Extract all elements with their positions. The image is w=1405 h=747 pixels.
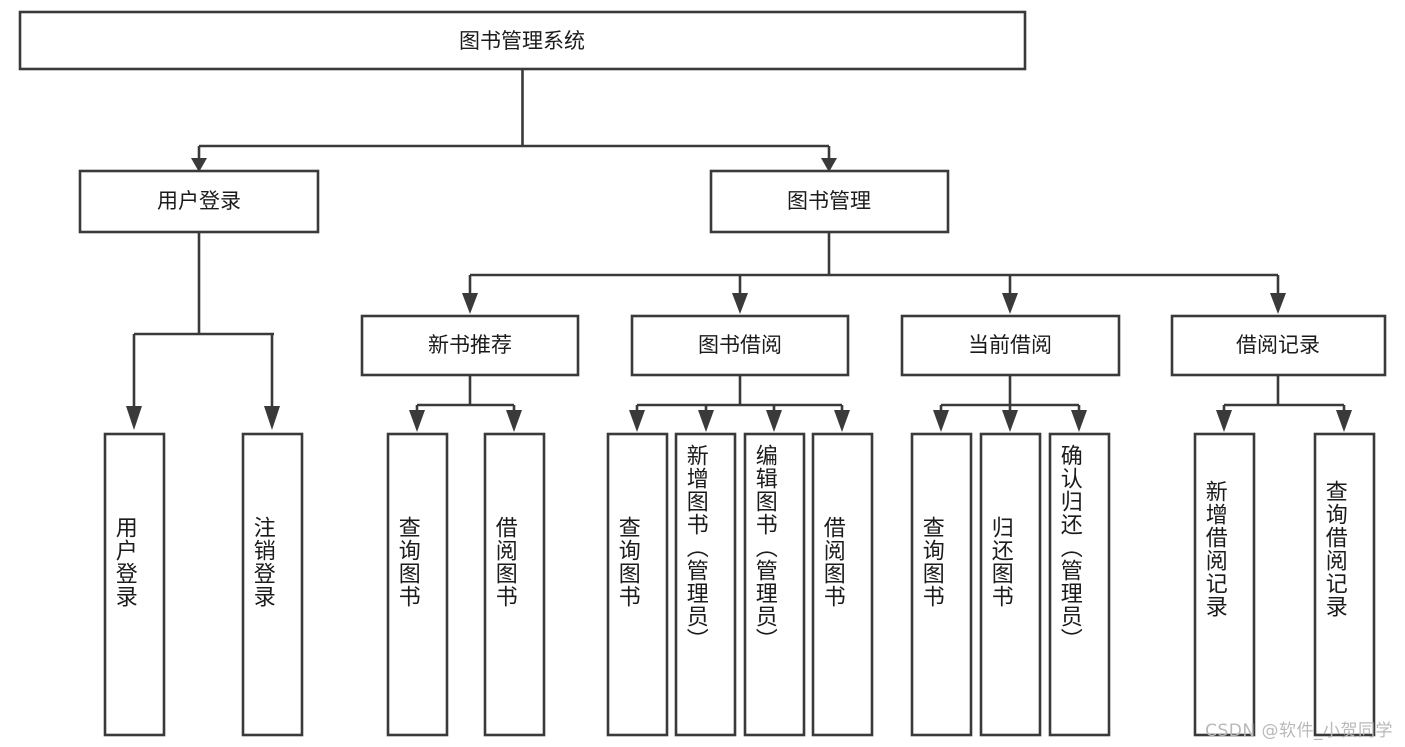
arrow-to-new-book-recommend [462, 293, 478, 314]
node-current-borrow-label: 当前借阅 [968, 333, 1052, 357]
leaf-box-user-logout[interactable] [241, 432, 304, 737]
csdn-watermark: CSDN @软件_小贺同学 [1205, 721, 1393, 741]
arrow-to-leaf-borrow-book-1 [506, 410, 522, 432]
node-new-book-recommend-box[interactable] [360, 314, 580, 377]
arrow-to-book-borrow [732, 293, 748, 314]
arrow-to-leaf-user-logout [264, 406, 280, 430]
arrow-to-leaf-query-book-3 [933, 410, 949, 432]
node-user-login-box[interactable] [78, 169, 320, 234]
node-new-book-recommend[interactable]: 新书推荐 [360, 314, 580, 377]
leaf-boxes-group [103, 432, 1376, 737]
connector-group-book-borrow [629, 375, 850, 432]
node-book-management-label: 图书管理 [787, 189, 871, 213]
connector-group-new-book-recommend [409, 375, 522, 432]
leaf-box-confirm-return[interactable] [1048, 432, 1111, 737]
arrow-to-leaf-edit-book [766, 410, 782, 432]
connector-group-current-borrow [933, 375, 1087, 432]
node-current-borrow-box[interactable] [900, 314, 1121, 377]
node-root[interactable]: 图书管理系统 [18, 10, 1027, 71]
arrow-to-leaf-add-record [1216, 410, 1232, 432]
node-book-borrow-box[interactable] [630, 314, 850, 377]
node-book-management[interactable]: 图书管理 [709, 169, 950, 234]
connector-group-book-management [462, 232, 1286, 314]
node-user-login[interactable]: 用户登录 [78, 169, 320, 234]
arrow-root-to-user-login [191, 158, 207, 172]
leaf-box-add-record[interactable] [1193, 432, 1256, 737]
leaf-box-query-book-3[interactable] [910, 432, 973, 737]
node-book-borrow-label: 图书借阅 [698, 333, 782, 357]
leaf-box-query-book-2[interactable] [606, 432, 669, 737]
arrow-to-leaf-query-record [1336, 410, 1352, 432]
leaf-box-add-book[interactable] [674, 432, 737, 737]
leaf-box-query-record[interactable] [1313, 432, 1376, 737]
node-book-management-box[interactable] [709, 169, 950, 234]
connector-group-user-login [126, 232, 280, 430]
arrow-to-leaf-add-book [698, 410, 714, 432]
node-borrow-record-box[interactable] [1170, 314, 1387, 377]
node-current-borrow[interactable]: 当前借阅 [900, 314, 1121, 377]
arrow-to-leaf-return-book [1002, 410, 1018, 432]
arrow-to-borrow-record [1270, 293, 1286, 314]
connector-group-borrow-record [1216, 375, 1352, 432]
arrow-to-leaf-query-book-1 [409, 410, 425, 432]
arrow-to-leaf-query-book-2 [629, 410, 645, 432]
node-root-box[interactable] [18, 10, 1027, 71]
arrow-to-leaf-user-login [126, 406, 142, 430]
leaf-box-return-book[interactable] [979, 432, 1042, 737]
node-new-book-recommend-label: 新书推荐 [428, 333, 512, 357]
arrow-root-to-book-management [821, 158, 837, 172]
leaf-box-query-book-1[interactable] [386, 432, 449, 737]
leaf-box-edit-book[interactable] [743, 432, 806, 737]
leaf-box-borrow-book-1[interactable] [483, 432, 546, 737]
node-borrow-record-label: 借阅记录 [1236, 333, 1320, 357]
arrow-to-leaf-borrow-book-2 [834, 410, 850, 432]
node-root-label: 图书管理系统 [459, 29, 585, 53]
arrow-to-leaf-confirm-return [1071, 410, 1087, 432]
leaf-box-borrow-book-2[interactable] [811, 432, 874, 737]
node-user-login-label: 用户登录 [157, 189, 241, 213]
arrow-to-current-borrow [1002, 293, 1018, 314]
node-book-borrow[interactable]: 图书借阅 [630, 314, 850, 377]
leaf-box-user-login[interactable] [103, 432, 166, 737]
connector-group-root [191, 69, 837, 172]
node-borrow-record[interactable]: 借阅记录 [1170, 314, 1387, 377]
